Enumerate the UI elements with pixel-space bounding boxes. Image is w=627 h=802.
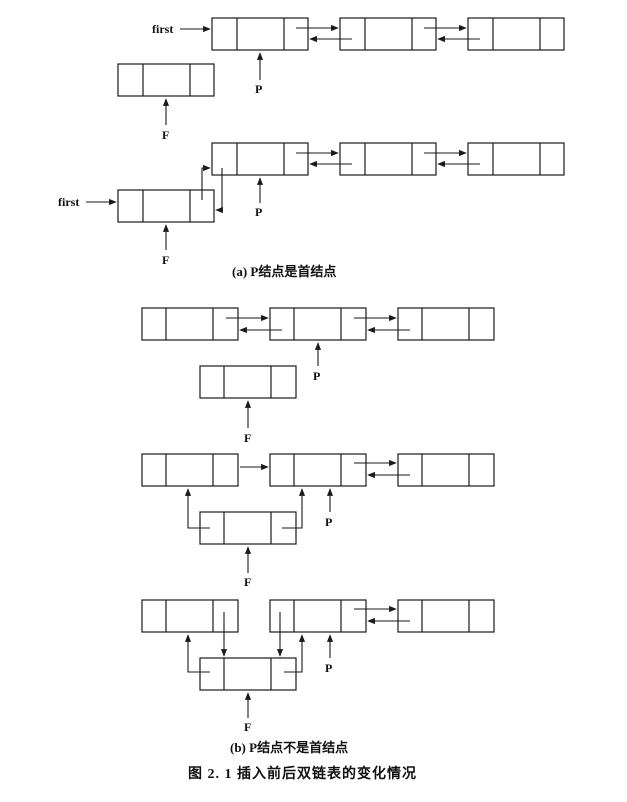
new-node-f — [117, 63, 215, 97]
f-next-link-arrow — [284, 634, 306, 673]
list-node — [269, 307, 367, 341]
list-node — [141, 599, 239, 633]
list-node — [211, 142, 309, 176]
p-pointer-label: P — [325, 661, 332, 675]
caption-b: (b) P结点不是首结点 — [230, 740, 348, 755]
p-pointer-label: P — [255, 82, 262, 96]
new-node-f — [199, 657, 297, 691]
list-node — [467, 17, 565, 51]
first-pointer-label: first — [152, 22, 173, 36]
section-b-before: P F — [141, 307, 495, 445]
f-pointer-label: F — [162, 128, 169, 142]
list-node — [141, 307, 239, 341]
section-a-before: first P F — [117, 17, 565, 142]
list-node — [211, 17, 309, 51]
p-pointer-label: P — [313, 369, 320, 383]
list-node — [339, 142, 437, 176]
f-next-link-arrow — [282, 488, 306, 529]
section-b-after: P F — [141, 599, 495, 734]
list-node — [397, 599, 495, 633]
list-node — [339, 17, 437, 51]
p-pointer-label: P — [325, 515, 332, 529]
f-pointer-label: F — [162, 253, 169, 267]
section-b-step2: P F — [141, 453, 495, 589]
f-pointer-label: F — [244, 431, 251, 445]
list-node — [141, 453, 239, 487]
section-a-after: first P F — [58, 142, 565, 267]
list-node — [397, 453, 495, 487]
f-next-link-arrow — [201, 164, 211, 200]
caption-a: (a) P结点是首结点 — [232, 264, 336, 279]
p-pointer-label: P — [255, 205, 262, 219]
list-node — [269, 453, 367, 487]
p-prior-link-arrow — [215, 168, 223, 214]
f-prior-link-arrow — [184, 488, 210, 529]
f-prior-link-arrow — [184, 634, 210, 673]
figure-caption: 图 2. 1 插入前后双链表的变化情况 — [188, 765, 417, 782]
list-node — [467, 142, 565, 176]
list-node — [269, 599, 367, 633]
f-pointer-label: F — [244, 575, 251, 589]
f-pointer-label: F — [244, 720, 251, 734]
new-node-f — [199, 365, 297, 399]
new-node-f — [199, 511, 297, 545]
first-pointer-label: first — [58, 195, 79, 209]
list-node — [397, 307, 495, 341]
new-node-f — [117, 189, 215, 223]
